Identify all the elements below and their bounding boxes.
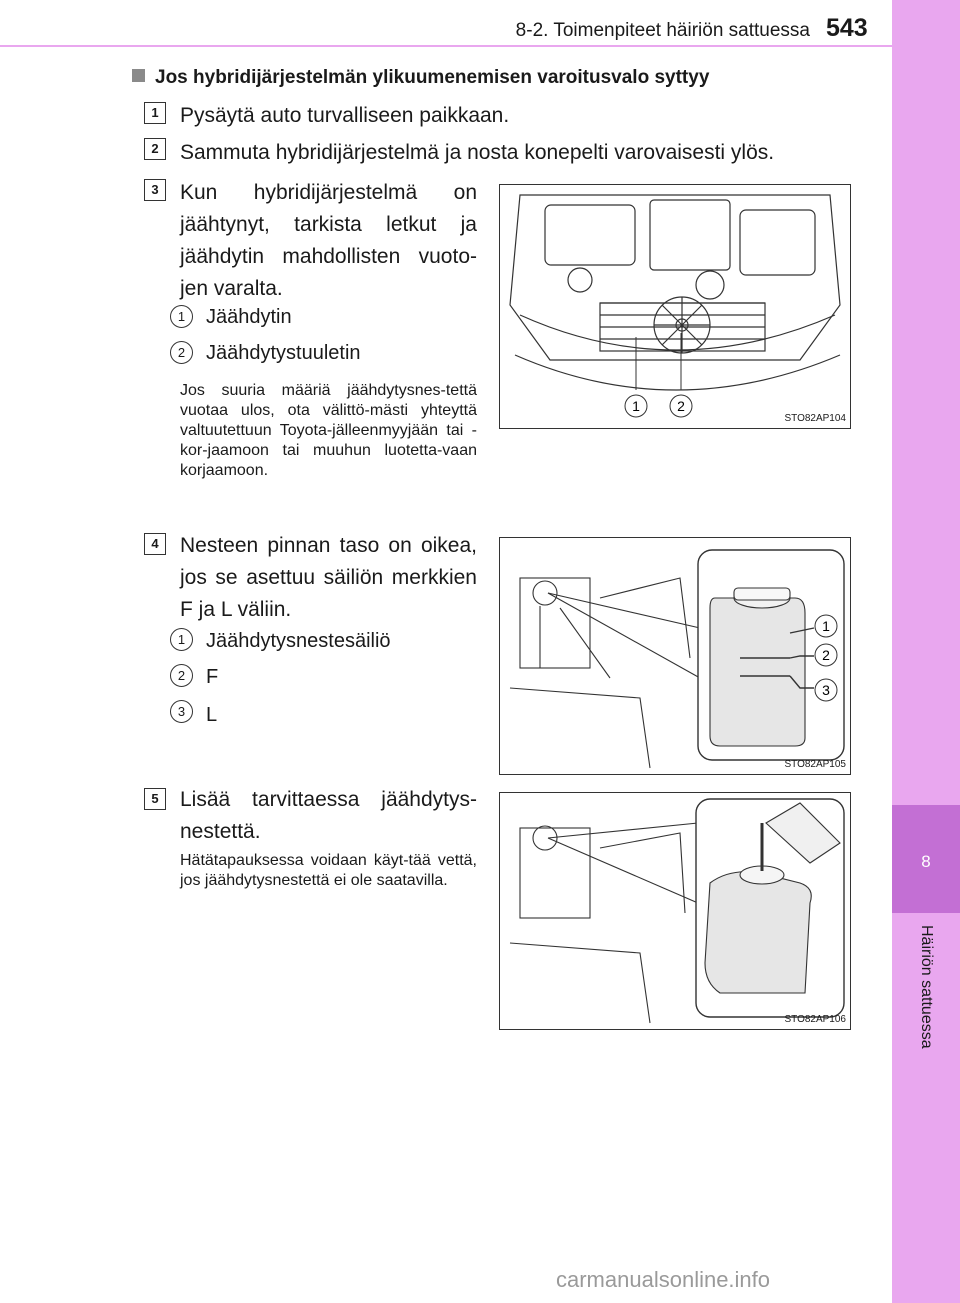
figure-code: STO82AP106 (784, 1014, 846, 1025)
item-label-l: L (206, 704, 218, 726)
engine-bay-illustration: 1 2 (509, 194, 841, 418)
item-label-reservoir: Jäähdytysnestesäiliö (206, 630, 391, 652)
add-coolant-illustration (509, 798, 845, 1024)
figure-callouts: 1 2 (624, 394, 693, 418)
section-title: 8-2. Toimenpiteet häiriön sattuessa (515, 20, 810, 41)
chapter-sidebar (892, 0, 960, 1303)
step-4-text: Nesteen pinnan taso on oikea, jos se ase… (180, 534, 477, 621)
callout-2: 2 (822, 647, 830, 663)
step-number-1: 1 (144, 102, 166, 124)
callout-1: 1 (822, 618, 830, 634)
page-number: 543 (826, 14, 868, 42)
callout-3: 3 (822, 682, 830, 698)
item-number: 3 (170, 700, 193, 723)
chapter-title: Häiriön sattuessa (918, 925, 935, 1049)
figure-code: STO82AP105 (784, 759, 846, 770)
header-divider (0, 45, 892, 47)
item-number: 2 (170, 664, 193, 687)
chapter-tab (892, 805, 960, 913)
watermark: carmanualsonline.info (556, 1267, 771, 1292)
item-label-radiator: Jäähdytin (206, 306, 292, 328)
add-coolant-figure: STO82AP106 (499, 792, 851, 1030)
item-label-f: F (206, 666, 219, 688)
step-5-text: Lisää tarvittaessa jäähdytys-nestettä. (180, 788, 477, 843)
step-2-text: Sammuta hybridijärjestelmä ja nosta kone… (180, 141, 775, 164)
item-number: 2 (170, 341, 193, 364)
figure-callouts: 1 2 3 (814, 614, 838, 702)
figure-code: STO82AP104 (784, 413, 846, 424)
heading-text: Jos hybridijärjestelmän ylikuumenemisen … (155, 67, 710, 88)
reservoir-illustration: 1 2 3 (509, 549, 845, 769)
callout-1: 1 (632, 398, 640, 414)
engine-bay-figure: 1 2 STO82AP104 (499, 184, 851, 429)
callout-2: 2 (677, 398, 685, 414)
item-label-cooling-fan: Jäähdytystuuletin (206, 342, 361, 364)
section-heading: Jos hybridijärjestelmän ylikuumenemisen … (132, 67, 709, 89)
step-5-note: Hätätapauksessa voidaan käyt-tää vettä, … (180, 852, 477, 889)
step-number-3: 3 (144, 179, 166, 201)
step-number-2: 2 (144, 138, 166, 160)
reservoir-level-figure: 1 2 3 STO82AP105 (499, 537, 851, 775)
chapter-number: 8 (921, 852, 931, 871)
step-number-4: 4 (144, 533, 166, 555)
step-3-text: Kun hybridijärjestelmä on jäähtynyt, tar… (180, 181, 477, 300)
square-bullet-icon (132, 69, 145, 82)
step-1-text: Pysäytä auto turvalliseen paikkaan. (180, 104, 510, 127)
item-number: 1 (170, 305, 193, 328)
item-number: 1 (170, 628, 193, 651)
step-3-note: Jos suuria määriä jäähdytysnes-tettä vuo… (180, 382, 477, 479)
step-number-5: 5 (144, 788, 166, 810)
